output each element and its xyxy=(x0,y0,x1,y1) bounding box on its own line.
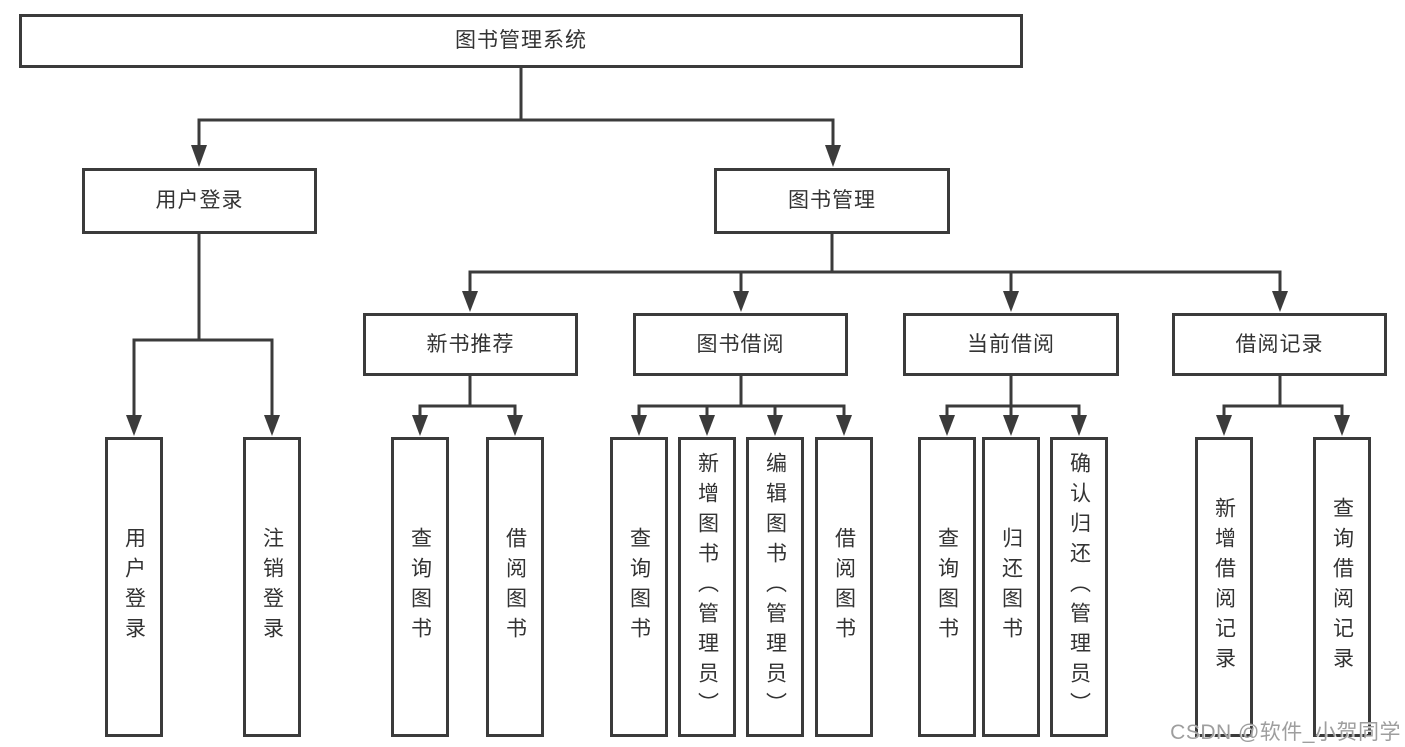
leaf-query-books-recommend-label: 查询图书 xyxy=(408,527,432,647)
leaf-query-borrow-record: 查询借阅记录 xyxy=(1313,437,1371,737)
leaf-borrow-books-label: 借阅图书 xyxy=(832,527,856,647)
node-library-management-system: 图书管理系统 xyxy=(19,14,1023,68)
leaf-query-books-current-label: 查询图书 xyxy=(935,527,959,647)
leaf-logout: 注销登录 xyxy=(243,437,301,737)
leaf-return-books: 归还图书 xyxy=(982,437,1040,737)
node-new-book-recommendation: 新书推荐 xyxy=(363,313,578,376)
node-book-borrowing: 图书借阅 xyxy=(633,313,848,376)
node-borrowing-records: 借阅记录 xyxy=(1172,313,1387,376)
leaf-borrow-books-recommend: 借阅图书 xyxy=(486,437,544,737)
leaf-return-books-label: 归还图书 xyxy=(999,527,1023,647)
leaf-edit-books-admin: 编辑图书（管理员） xyxy=(746,437,804,737)
leaf-borrow-books: 借阅图书 xyxy=(815,437,873,737)
leaf-user-login-label: 用户登录 xyxy=(122,527,146,647)
node-user-login: 用户登录 xyxy=(82,168,317,234)
leaf-add-borrow-record: 新增借阅记录 xyxy=(1195,437,1253,737)
node-current-borrowing: 当前借阅 xyxy=(903,313,1119,376)
leaf-query-books-borrowing: 查询图书 xyxy=(610,437,668,737)
leaf-add-borrow-record-label: 新增借阅记录 xyxy=(1212,497,1236,677)
leaf-query-borrow-record-label: 查询借阅记录 xyxy=(1330,497,1354,677)
leaf-borrow-books-recommend-label: 借阅图书 xyxy=(503,527,527,647)
leaf-query-books-recommend: 查询图书 xyxy=(391,437,449,737)
leaf-add-books-admin: 新增图书（管理员） xyxy=(678,437,736,737)
leaf-user-login: 用户登录 xyxy=(105,437,163,737)
leaf-confirm-return-admin: 确认归还（管理员） xyxy=(1050,437,1108,737)
node-book-management: 图书管理 xyxy=(714,168,950,234)
csdn-watermark: CSDN @软件_小贺同学 xyxy=(1170,721,1401,744)
leaf-edit-books-admin-label: 编辑图书（管理员） xyxy=(763,452,787,722)
leaf-add-books-admin-label: 新增图书（管理员） xyxy=(695,452,719,722)
leaf-confirm-return-admin-label: 确认归还（管理员） xyxy=(1067,452,1091,722)
leaf-logout-label: 注销登录 xyxy=(260,527,284,647)
leaf-query-books-current: 查询图书 xyxy=(918,437,976,737)
leaf-query-books-borrowing-label: 查询图书 xyxy=(627,527,651,647)
